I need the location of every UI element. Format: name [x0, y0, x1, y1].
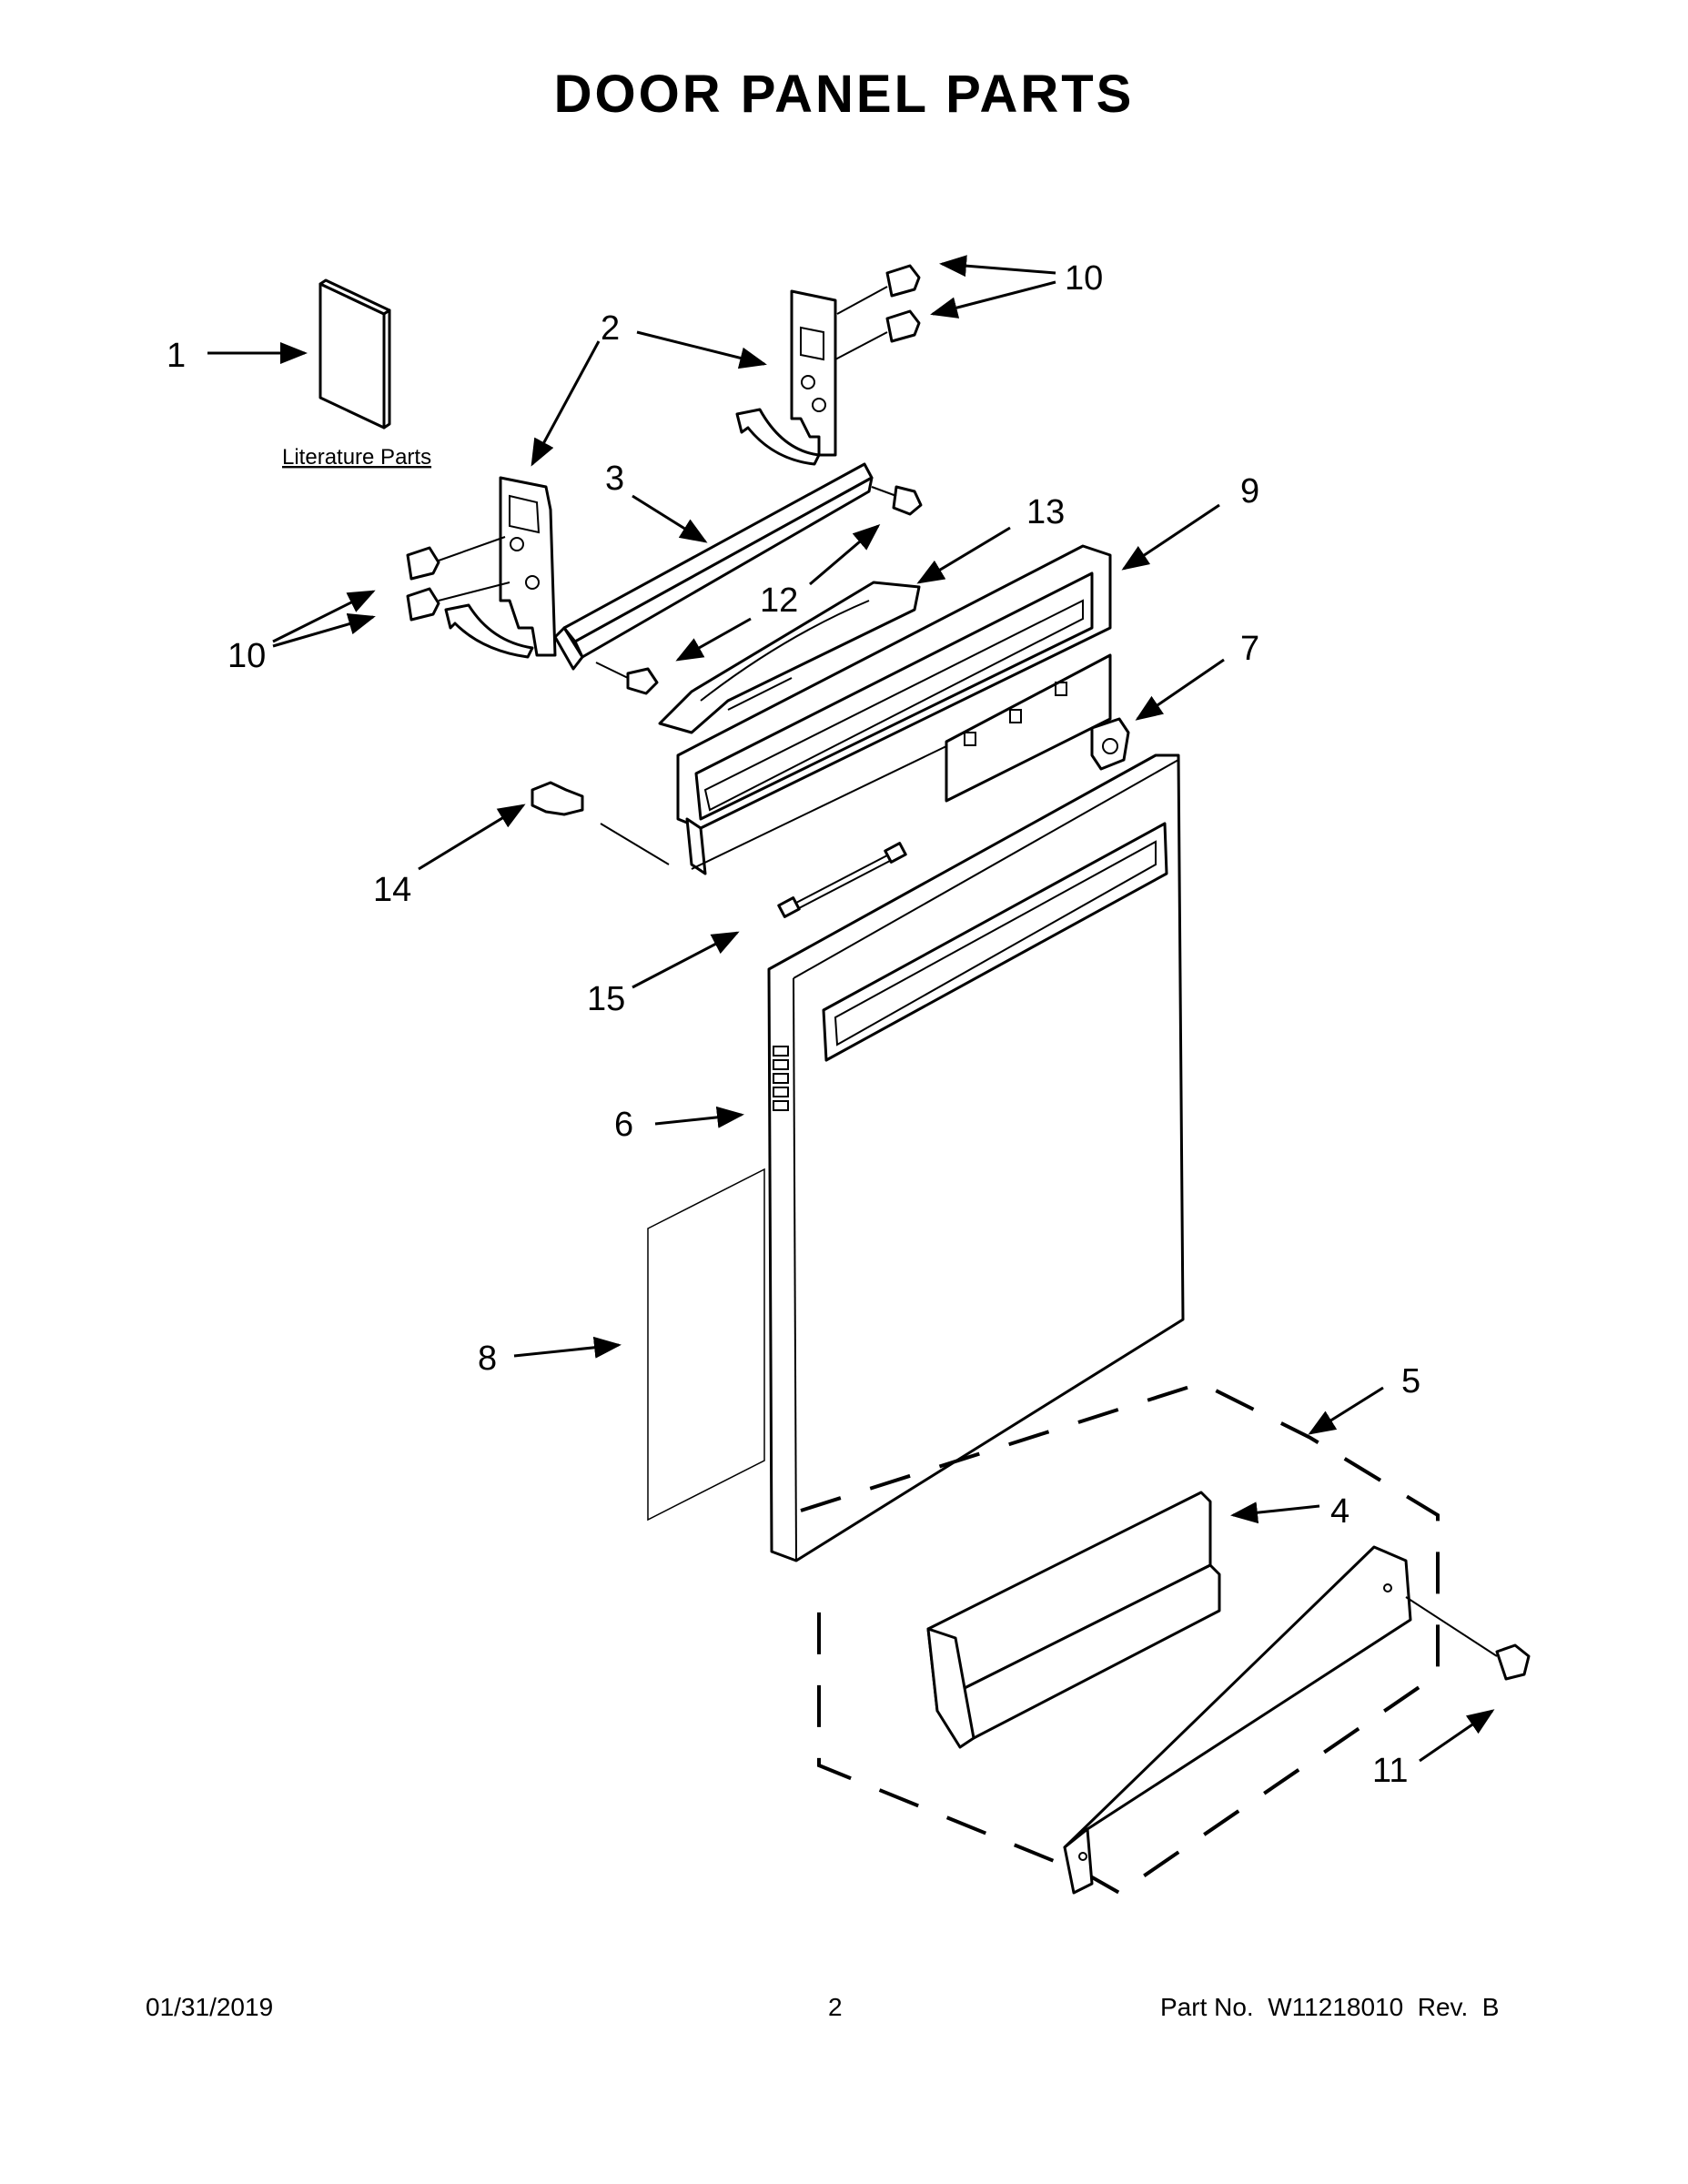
callout-9: 9 — [1240, 472, 1259, 511]
footer-date: 01/31/2019 — [146, 1993, 274, 2021]
channel-bar-part — [553, 462, 874, 671]
callout-5: 5 — [1401, 1362, 1420, 1400]
callout-7: 7 — [1240, 630, 1259, 668]
literature-parts-label: Literature Parts — [282, 445, 431, 470]
toe-kick-bracket-part — [1063, 1545, 1412, 1895]
callout-15: 15 — [587, 980, 625, 1018]
callout-10-upper: 10 — [1065, 259, 1103, 298]
leader-lines — [207, 255, 1495, 1763]
footer-page-number: 2 — [828, 1993, 843, 2021]
hinge-screw-lower-pair — [406, 536, 510, 622]
hinge-screw-upper-pair — [834, 264, 921, 360]
callout-13: 13 — [1026, 493, 1065, 531]
callout-14: 14 — [373, 871, 411, 909]
wire-harness-part — [777, 842, 907, 918]
outer-door-panel-part — [767, 753, 1185, 1562]
toe-panel-kit-outline — [800, 1380, 1440, 1896]
toe-panel-part — [926, 1491, 1221, 1749]
latch-handle-assembly-part — [658, 581, 921, 734]
page-title: DOOR PANEL PARTS — [553, 65, 1135, 124]
literature-booklet-part — [318, 278, 391, 430]
callout-11: 11 — [1372, 1752, 1408, 1790]
hinge-bracket-upper-part — [735, 289, 837, 466]
callout-4: 4 — [1330, 1492, 1349, 1531]
insulation-sheet-part — [647, 1168, 765, 1522]
callout-10-lower: 10 — [227, 637, 266, 675]
footer-part-number: Part No. W11218010 Rev. B — [1160, 1993, 1500, 2021]
door-latch-switch-part — [1090, 717, 1130, 771]
hinge-bracket-lower-part — [444, 476, 557, 659]
toe-panel-screw-part — [1405, 1596, 1531, 1681]
callout-3: 3 — [605, 460, 624, 498]
callout-6: 6 — [614, 1106, 633, 1144]
callout-2: 2 — [601, 309, 620, 348]
callout-12: 12 — [760, 581, 798, 620]
door-screw-part — [531, 781, 670, 865]
callout-labels: 1 2 3 4 5 6 7 8 9 10 10 11 12 13 14 15 — [167, 259, 1420, 1790]
callout-8: 8 — [478, 1340, 497, 1378]
vent-slots — [773, 1046, 789, 1111]
callout-1: 1 — [167, 337, 186, 375]
control-panel-console-part — [676, 544, 1112, 875]
channel-screw-pair — [595, 485, 923, 695]
